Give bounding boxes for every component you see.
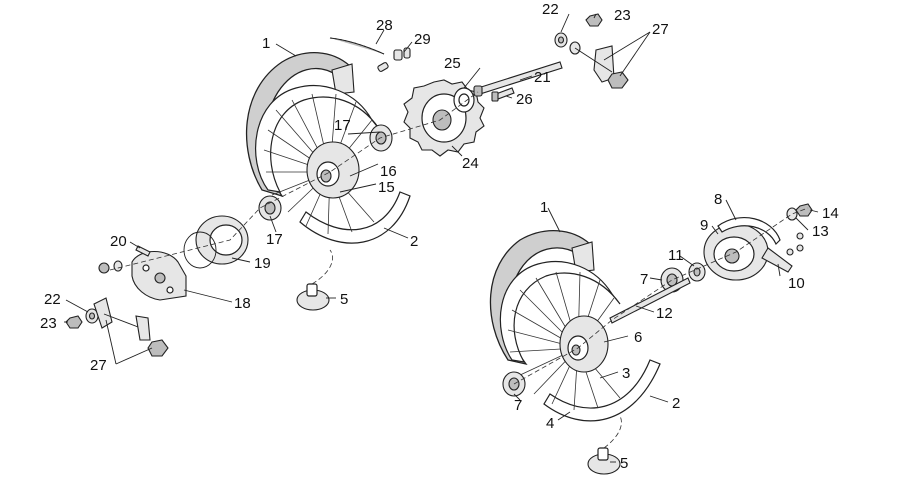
label-left-tensioner: 27: [90, 357, 107, 374]
label-top-nut: 23: [614, 7, 631, 24]
rear-rim-band-drawing: [543, 359, 661, 422]
sprocket-ring-drawing: [453, 87, 475, 113]
label-front-tire: 1: [262, 35, 270, 52]
label-brake-cover-spring: 19: [254, 255, 271, 272]
washer-13-drawing: [786, 207, 798, 221]
left-tensioner-group-drawing: [65, 297, 169, 357]
label-sprocket-ring: 25: [444, 55, 461, 72]
rear-axis-line: [513, 207, 809, 385]
chain-clip-drawing: [393, 47, 411, 61]
label-bolt: 26: [516, 91, 533, 108]
label-chain-clip: 29: [414, 31, 431, 48]
label-spacer-11: 11: [668, 247, 684, 264]
nut-14-drawing: [795, 203, 813, 217]
chain-drawing: [329, 37, 389, 72]
label-rear-hub: 6: [634, 329, 642, 346]
brake-shoe-cover-drawing: [717, 217, 781, 246]
label-chain: 28: [376, 17, 393, 34]
label-left-nut: 23: [40, 315, 57, 332]
label-rear-valve: 5: [620, 455, 628, 472]
label-brake-arm: 10: [788, 275, 805, 292]
label-nut-14: 14: [822, 205, 839, 222]
top-tensioner-group-drawing: [554, 13, 629, 89]
label-brake-shoe-cover: 8: [714, 191, 722, 208]
label-axle-12: 12: [656, 305, 673, 322]
label-front-valve: 5: [340, 291, 348, 308]
bolt-drawing: [491, 87, 515, 102]
label-brake-drum: 9: [700, 217, 708, 234]
label-rear-axle: 21: [534, 69, 551, 86]
rear-wheel-assembly: [489, 203, 813, 475]
label-front-bearing-outer: 17: [334, 117, 351, 134]
label-rear-rim-tape: 4: [546, 415, 554, 432]
front-axis-line: [109, 91, 479, 271]
label-sprocket: 24: [462, 155, 479, 172]
label-top-tensioner: 27: [652, 21, 669, 38]
label-front-bearing-inner: 17: [266, 231, 283, 248]
label-front-hub: 16: [380, 163, 397, 180]
label-rear-spokes: 3: [622, 365, 630, 382]
label-rear-bearing-right: 7: [640, 271, 648, 288]
part-labels: 1 17 16 15 2 17 5 28 29 24 25 21 26 22 2…: [40, 1, 839, 472]
bolt-20-drawing: [98, 245, 151, 274]
front-rim-band-drawing: [299, 191, 411, 244]
label-rear-rim: 2: [672, 395, 680, 412]
front-wheel-assembly: [245, 51, 411, 311]
label-top-washer: 22: [542, 1, 559, 18]
front-hub-center: [320, 169, 332, 183]
label-bolt-20: 20: [110, 233, 127, 250]
label-front-spoke-set: 15: [378, 179, 395, 196]
label-front-rim: 2: [410, 233, 418, 250]
brake-arm-drawing: [761, 247, 793, 273]
brake-plate-drawing: [131, 250, 187, 301]
sprocket-drawing: [403, 79, 485, 157]
label-rear-tire: 1: [540, 199, 548, 216]
axle-12-drawing: [609, 277, 691, 324]
label-left-washer: 22: [44, 291, 61, 308]
brake-cover-drawing: [183, 215, 249, 269]
label-washer-13: 13: [812, 223, 829, 240]
label-rear-bearing-left: 7: [514, 397, 522, 414]
front-tire-section: [331, 63, 355, 95]
label-brake-plate: 18: [234, 295, 251, 312]
leader-lines: [64, 13, 819, 463]
rear-axle-drawing: [473, 61, 563, 97]
